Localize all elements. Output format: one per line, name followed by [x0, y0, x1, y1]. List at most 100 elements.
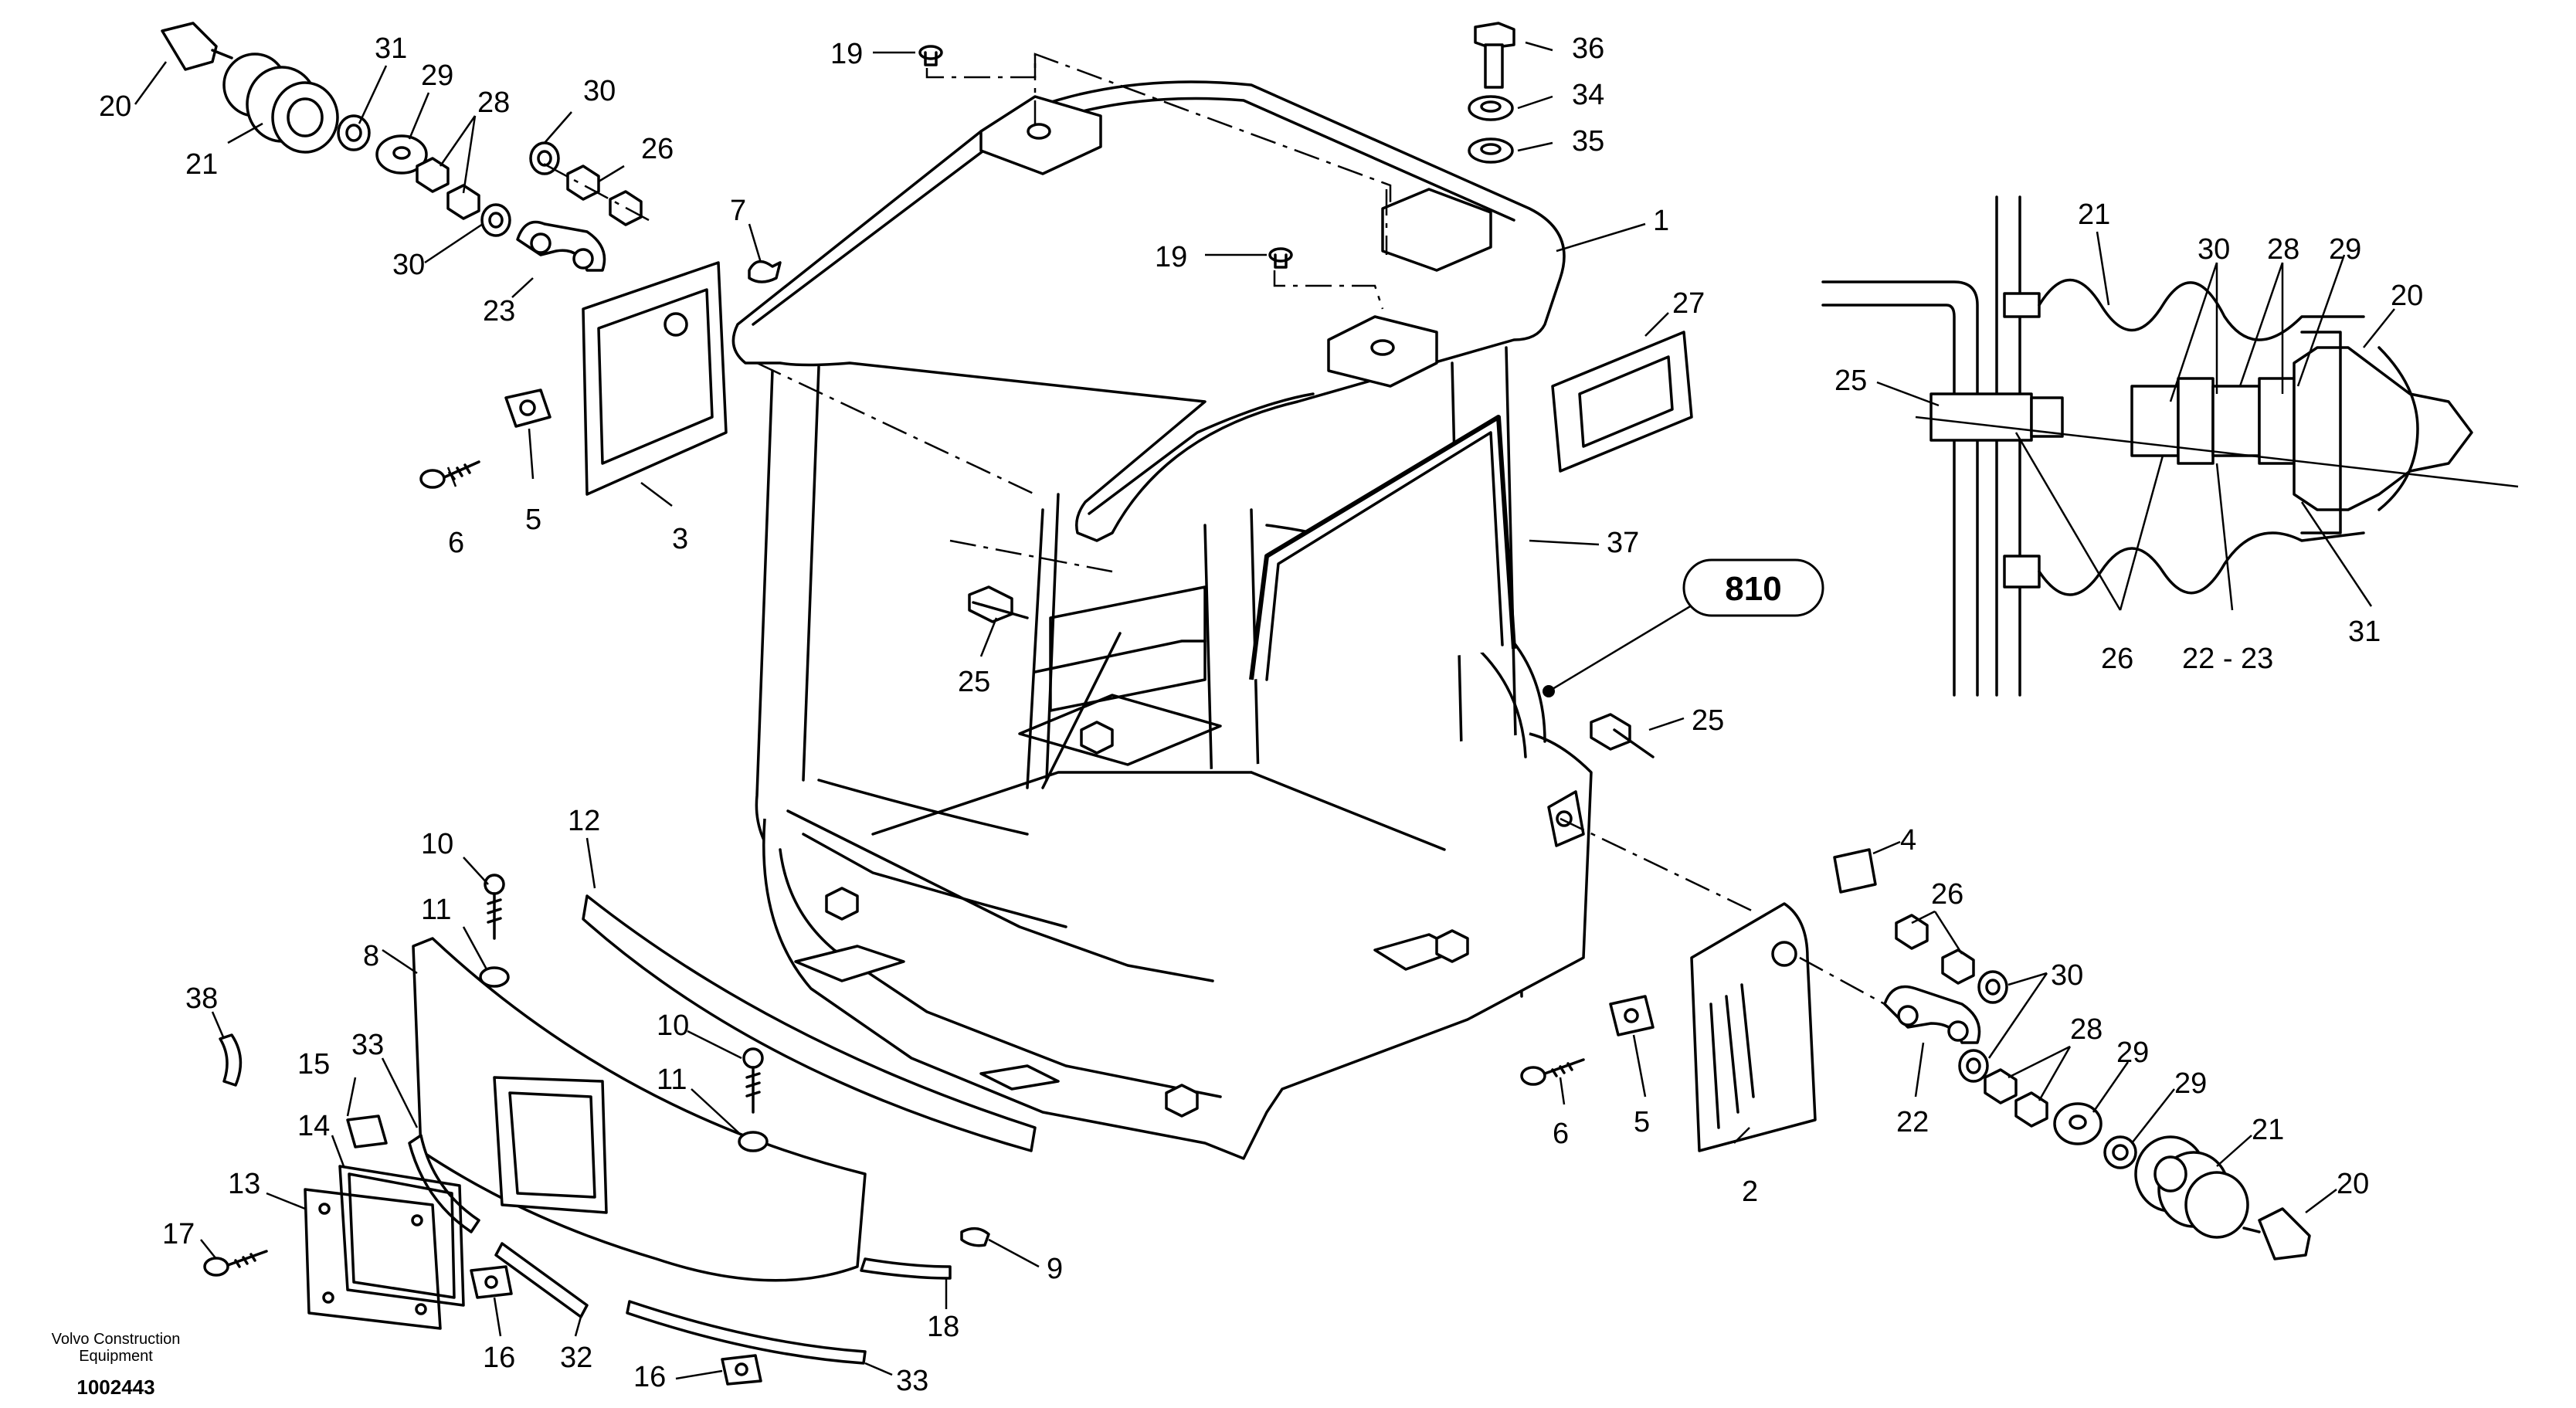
bracket-38 [219, 1033, 243, 1087]
callout-2: 2 [1742, 1176, 1758, 1208]
bellows-21 [222, 53, 339, 154]
clip-9 [960, 1226, 990, 1247]
callout-19: 19 [1155, 241, 1187, 273]
callout-6: 6 [1553, 1118, 1569, 1150]
callout-1: 1 [1653, 205, 1669, 237]
callout-20: 20 [99, 90, 131, 123]
nut-26 [566, 165, 600, 201]
callout-30: 30 [2198, 233, 2230, 266]
screw-10 [742, 1047, 764, 1114]
roof-plug-19 [918, 45, 943, 66]
callout-34: 34 [1572, 79, 1604, 111]
reference-group-badge: 810 [1682, 558, 1824, 617]
washer-34 [1468, 95, 1514, 121]
callout-33: 33 [351, 1029, 384, 1061]
cab-frame [731, 80, 1593, 1160]
callout-29: 29 [2174, 1067, 2207, 1100]
callout-21: 21 [185, 148, 218, 181]
callout-13: 13 [228, 1168, 260, 1200]
callout-29: 29 [2116, 1036, 2149, 1069]
callout-28: 28 [2070, 1013, 2103, 1046]
callout-3: 3 [672, 523, 688, 555]
callout-28: 28 [2267, 233, 2299, 266]
nut-28 [446, 184, 480, 220]
callout-26: 26 [641, 133, 674, 165]
cover-plate-2 [1690, 902, 1817, 1152]
callout-12: 12 [568, 805, 600, 837]
clip-16 [721, 1354, 762, 1386]
callout-30: 30 [2051, 959, 2083, 992]
callout-5: 5 [525, 504, 541, 536]
bolt-25 [1590, 713, 1655, 758]
callout-labels: 20 21 31 29 28 30 26 30 23 7 3 5 6 19 19… [99, 32, 2423, 1397]
callout-4: 4 [1900, 824, 1916, 857]
callout-11: 11 [421, 894, 451, 926]
callout-26: 26 [1931, 878, 1963, 911]
nut-28 [416, 157, 450, 193]
bracket-23 [516, 220, 606, 272]
screw-10 [484, 874, 505, 940]
washer-11 [479, 966, 510, 988]
section-detail-view [1821, 195, 2519, 697]
clip-nut-5 [504, 388, 552, 428]
clip-4 [1833, 848, 1877, 894]
callout-25: 25 [958, 666, 990, 698]
callout-31: 31 [2348, 616, 2381, 648]
callout-28: 28 [477, 87, 510, 119]
callout-21: 21 [2078, 198, 2110, 231]
callout-29: 29 [421, 59, 453, 92]
washer-31 [337, 114, 371, 151]
callout-30: 30 [392, 249, 425, 281]
callout-9: 9 [1047, 1253, 1063, 1285]
bellows-21 [2134, 1135, 2249, 1239]
clip-16 [470, 1265, 513, 1299]
screw-6 [1520, 1058, 1585, 1086]
callout-38: 38 [185, 982, 218, 1015]
edge-strip-33 [626, 1300, 867, 1365]
svg-text:Volvo Construction: Volvo Construction [52, 1331, 181, 1348]
washer-29 [2103, 1135, 2137, 1169]
callout-21: 21 [2252, 1114, 2284, 1146]
callout-23: 23 [483, 295, 515, 327]
washer-29 [2053, 1102, 2103, 1145]
leader-lines [134, 41, 2395, 1380]
nut-26 [1941, 948, 1975, 985]
seal-strip-18 [860, 1257, 952, 1280]
callout-29: 29 [2329, 233, 2361, 266]
screw-17 [203, 1250, 268, 1277]
callout-20: 20 [2337, 1168, 2369, 1200]
clip-nut-5 [1609, 995, 1655, 1036]
washer-29 [375, 134, 428, 175]
decal-plate-27 [1551, 331, 1693, 473]
callout-31: 31 [375, 32, 407, 65]
callout-6: 6 [448, 527, 464, 559]
callout-5: 5 [1634, 1106, 1650, 1138]
nut-26 [1895, 914, 1929, 950]
washer-11 [738, 1131, 769, 1152]
callout-7: 7 [730, 195, 746, 227]
roof-plug-19 [1268, 247, 1293, 269]
nut-28 [2014, 1091, 2048, 1128]
clip-7 [748, 260, 782, 283]
cover-13 [304, 1188, 442, 1330]
callout-25: 25 [1834, 365, 1867, 397]
floor-bolt [1435, 929, 1469, 963]
callout-27: 27 [1672, 287, 1705, 320]
callout-20: 20 [2391, 280, 2423, 312]
callout-22: 22 [1896, 1106, 1929, 1138]
callout-30: 30 [583, 75, 616, 107]
callout-14: 14 [297, 1110, 330, 1142]
floor-bolt [1165, 1084, 1199, 1118]
callout-36: 36 [1572, 32, 1604, 65]
drawing-caption: Volvo Construction Equipment 1002443 [52, 1331, 181, 1399]
svg-text:810: 810 [1725, 570, 1781, 608]
svg-text:1002443: 1002443 [76, 1376, 154, 1399]
gasket-14 [338, 1165, 465, 1307]
callout-16: 16 [633, 1361, 666, 1393]
floor-bolt [825, 887, 859, 921]
svg-text:Equipment: Equipment [79, 1348, 153, 1365]
washer-35 [1468, 137, 1514, 164]
clip-15 [346, 1115, 388, 1148]
cover-plate-3 [582, 261, 728, 496]
